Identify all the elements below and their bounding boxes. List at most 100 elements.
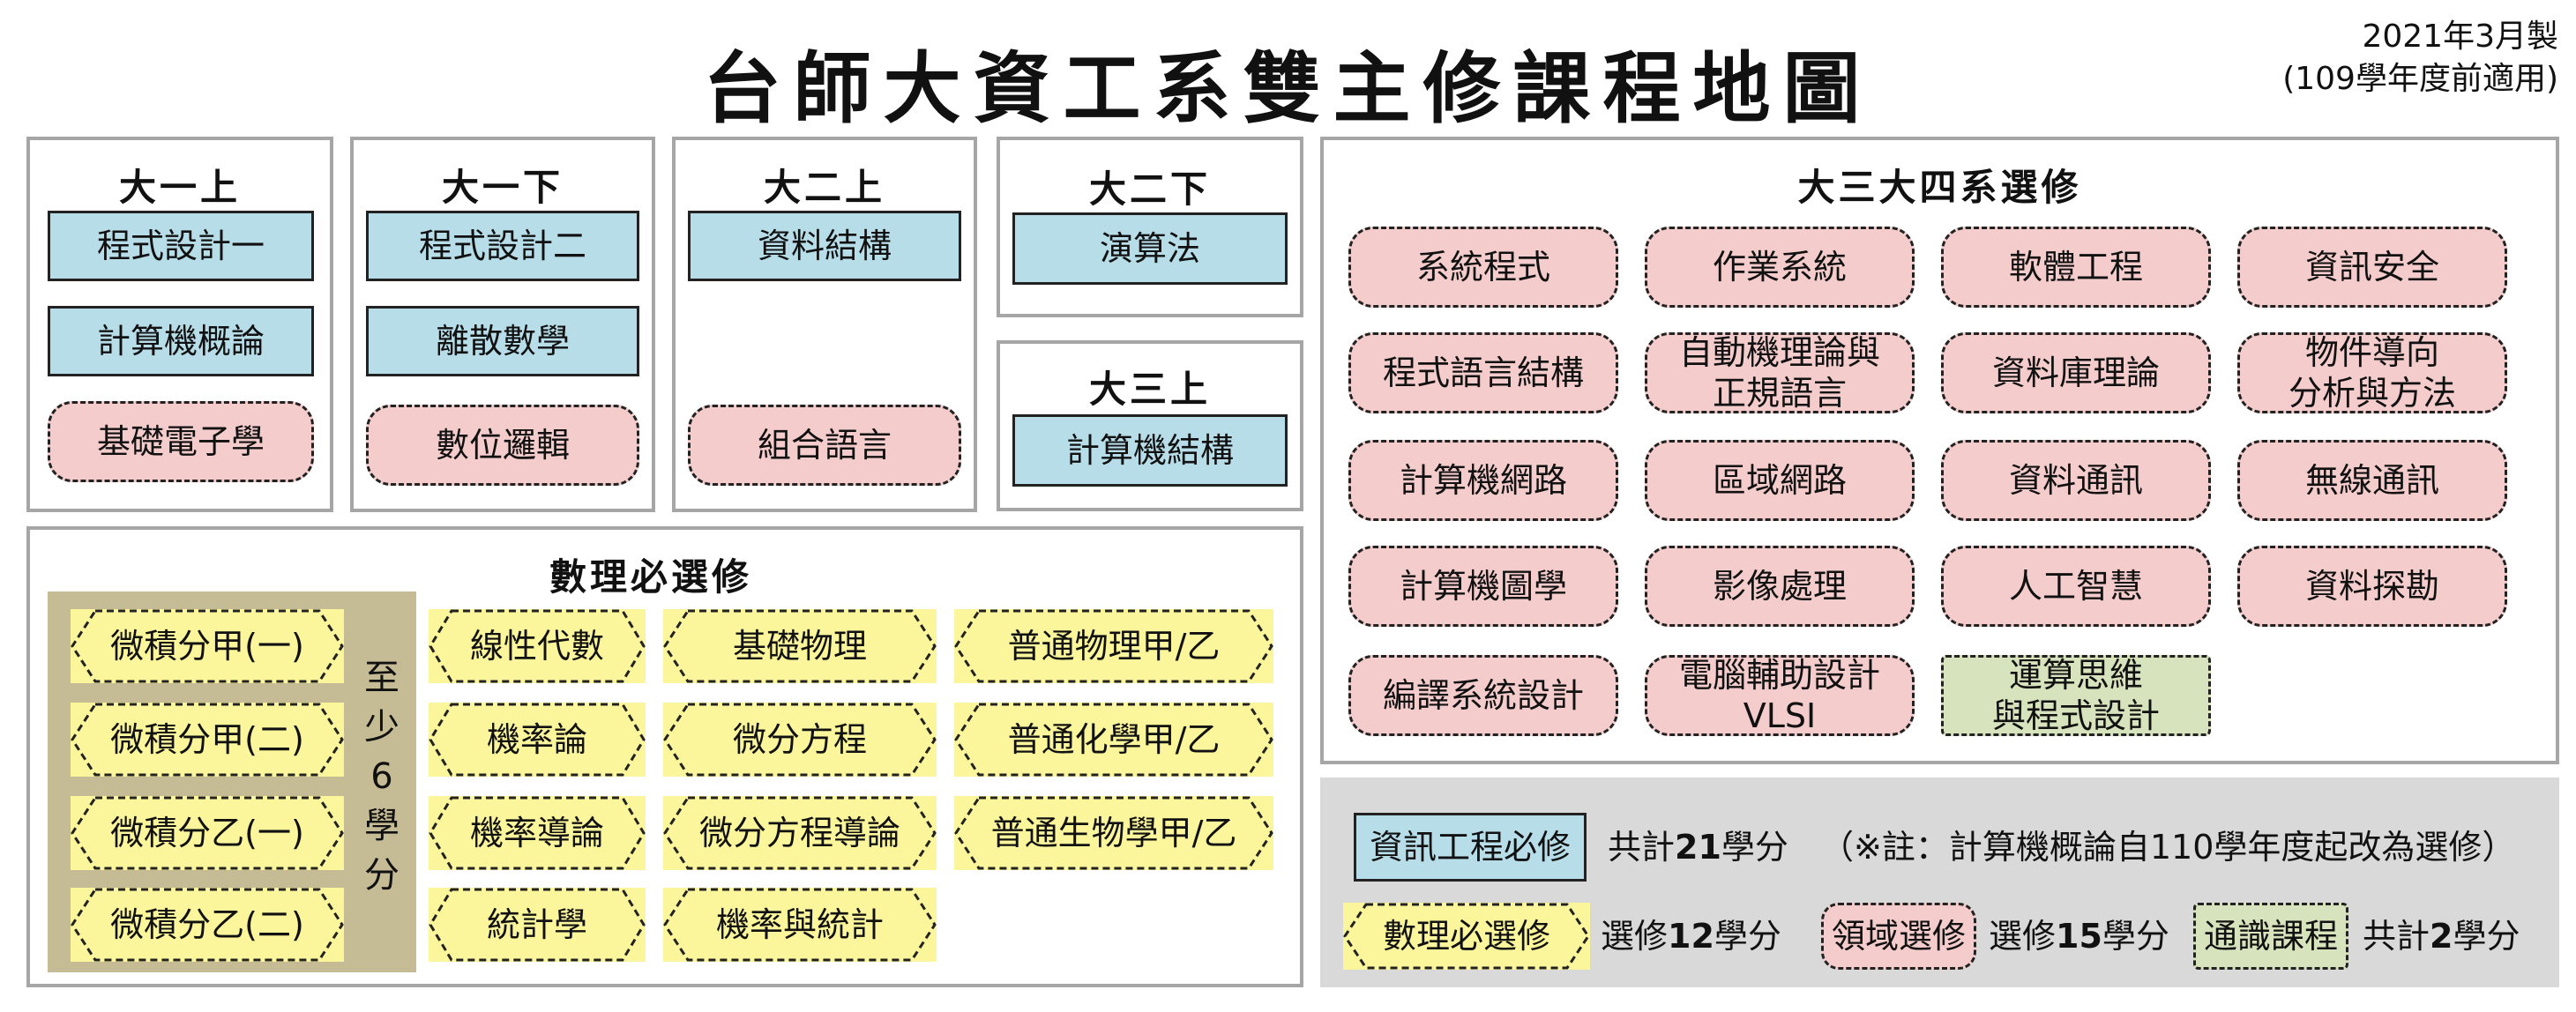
legend-text: 選修 [1601, 917, 1669, 956]
legend-math-swatch: 數理必選修 [1343, 903, 1590, 970]
panel-title: 大二上 [763, 166, 885, 209]
panel-title: 大二下 [1088, 167, 1211, 211]
math-label: 微積分乙(二) [110, 905, 304, 944]
course-box: 計算機結構 [1012, 414, 1288, 487]
math-label: 基礎物理 [732, 627, 867, 666]
course-box: 數位邏輯 [366, 405, 639, 486]
note-char: 6 [370, 756, 393, 797]
math-label: 微積分乙(一) [110, 814, 304, 852]
panel-y1b: 大一下 程式設計二 離散數學 數位邏輯 [350, 137, 655, 512]
elective-box-general: 運算思維 與程式設計 [1941, 655, 2211, 736]
math-label: 機率導論 [469, 814, 604, 852]
panel-title: 大三上 [1088, 368, 1211, 411]
panel-title: 大三大四系選修 [1797, 166, 2082, 209]
elective-box: 系統程式 [1348, 227, 1618, 308]
math-box: 線性代數 [429, 609, 646, 683]
math-box: 微積分乙(一) [71, 796, 344, 870]
course-box: 資料結構 [688, 211, 961, 281]
math-label: 微積分甲(二) [110, 720, 304, 759]
page-title: 台師大資工系雙主修課程地圖 [703, 42, 1873, 134]
panel-title: 數理必選修 [549, 555, 752, 599]
elective-box: 無線通訊 [2237, 440, 2507, 521]
legend-required-text: 共計21學分 （※註：計算機概論自110學年度起改為選修） [1608, 827, 2515, 867]
elective-box: 人工智慧 [1941, 546, 2211, 627]
course-box: 計算機概論 [48, 306, 314, 376]
elective-box: 資料探勘 [2237, 546, 2507, 627]
legend-text: 共計 [1608, 828, 1676, 867]
math-label: 普通物理甲/乙 [1007, 627, 1221, 666]
made-note: (109學年度前適用) [2282, 61, 2558, 97]
math-box: 微分方程 [663, 703, 937, 777]
made-info: 2021年3月製 (109學年度前適用) [2282, 16, 2558, 100]
elective-box: 計算機網路 [1348, 440, 1618, 521]
legend-credits: 12 [1668, 917, 1714, 956]
legend-general-swatch: 通識課程 [2193, 903, 2348, 970]
math-box: 統計學 [429, 888, 646, 962]
note-char: 學 [364, 806, 399, 846]
course-box: 程式設計二 [366, 211, 639, 281]
math-label: 機率論 [486, 720, 587, 759]
math-label: 微積分甲(一) [110, 627, 304, 666]
min-credits-note: 至 少 6 學 分 [360, 653, 404, 900]
math-box: 機率與統計 [663, 888, 937, 962]
elective-box: 編譯系統設計 [1348, 655, 1618, 736]
legend-text: 共計 [2363, 917, 2430, 956]
math-box: 機率導論 [429, 796, 646, 870]
math-box: 微積分甲(二) [71, 703, 344, 777]
elective-box: 資料庫理論 [1941, 332, 2211, 413]
course-box: 程式設計一 [48, 211, 314, 281]
panel-y2b: 大二下 演算法 [997, 137, 1303, 317]
panel-title: 大一上 [118, 166, 241, 209]
math-box: 微積分甲(一) [71, 609, 344, 683]
made-date: 2021年3月製 [2362, 19, 2558, 55]
course-box: 基礎電子學 [48, 401, 314, 482]
legend-note: （※註：計算機概論自110學年度起改為選修） [1820, 828, 2516, 867]
legend-required-swatch: 資訊工程必修 [1354, 813, 1587, 882]
legend-panel: 資訊工程必修 共計21學分 （※註：計算機概論自110學年度起改為選修） 數理必… [1320, 778, 2559, 987]
elective-box: 資訊安全 [2237, 227, 2507, 308]
panel-math: 數理必選修 微積分甲(一) 微積分甲(二) 微積分乙(一) 微積分乙(二) 至 … [26, 526, 1303, 987]
elective-box: 電腦輔助設計 VLSI [1645, 655, 1915, 736]
panel-y3a: 大三上 計算機結構 [997, 340, 1303, 511]
math-label: 普通化學甲/乙 [1007, 720, 1221, 759]
legend-domain-swatch: 領域選修 [1821, 903, 1976, 970]
course-box: 演算法 [1012, 212, 1288, 285]
legend-math-text: 選修12學分 [1601, 916, 1781, 956]
elective-box: 程式語言結構 [1348, 332, 1618, 413]
math-box: 基礎物理 [663, 609, 937, 683]
legend-text: 學分 [2102, 917, 2169, 956]
panel-electives: 大三大四系選修 系統程式 作業系統 軟體工程 資訊安全 程式語言結構 自動機理論… [1320, 137, 2559, 764]
legend-text: 學分 [2453, 917, 2520, 956]
math-box: 微分方程導論 [663, 796, 937, 870]
math-label: 微分方程 [732, 720, 867, 759]
legend-math-label: 數理必選修 [1382, 917, 1550, 956]
math-box: 普通化學甲/乙 [954, 703, 1273, 777]
legend-credits: 15 [2056, 917, 2102, 956]
panel-y1a: 大一上 程式設計一 計算機概論 基礎電子學 [26, 137, 333, 512]
math-box: 普通生物學甲/乙 [954, 796, 1273, 870]
math-label: 統計學 [486, 905, 587, 944]
elective-box: 物件導向 分析與方法 [2237, 332, 2507, 413]
note-char: 分 [364, 855, 399, 896]
course-box: 離散數學 [366, 306, 639, 376]
math-label: 微分方程導論 [698, 814, 900, 852]
elective-box: 影像處理 [1645, 546, 1915, 627]
elective-box: 計算機圖學 [1348, 546, 1618, 627]
elective-box: 資料通訊 [1941, 440, 2211, 521]
legend-general-text: 共計2學分 [2363, 916, 2520, 956]
math-box: 機率論 [429, 703, 646, 777]
note-char: 少 [364, 707, 399, 748]
math-label: 普通生物學甲/乙 [990, 814, 1237, 852]
legend-text: 學分 [1714, 917, 1781, 956]
elective-box: 區域網路 [1645, 440, 1915, 521]
panel-y2a: 大二上 資料結構 組合語言 [672, 137, 977, 512]
legend-text: 學分 [1721, 828, 1788, 867]
note-char: 至 [364, 658, 399, 698]
elective-box: 自動機理論與 正規語言 [1645, 332, 1915, 413]
math-label: 機率與統計 [715, 905, 884, 944]
legend-credits: 2 [2430, 917, 2453, 956]
panel-title: 大一下 [441, 166, 564, 209]
course-box: 組合語言 [688, 405, 961, 486]
elective-box: 軟體工程 [1941, 227, 2211, 308]
legend-text: 選修 [1989, 917, 2057, 956]
